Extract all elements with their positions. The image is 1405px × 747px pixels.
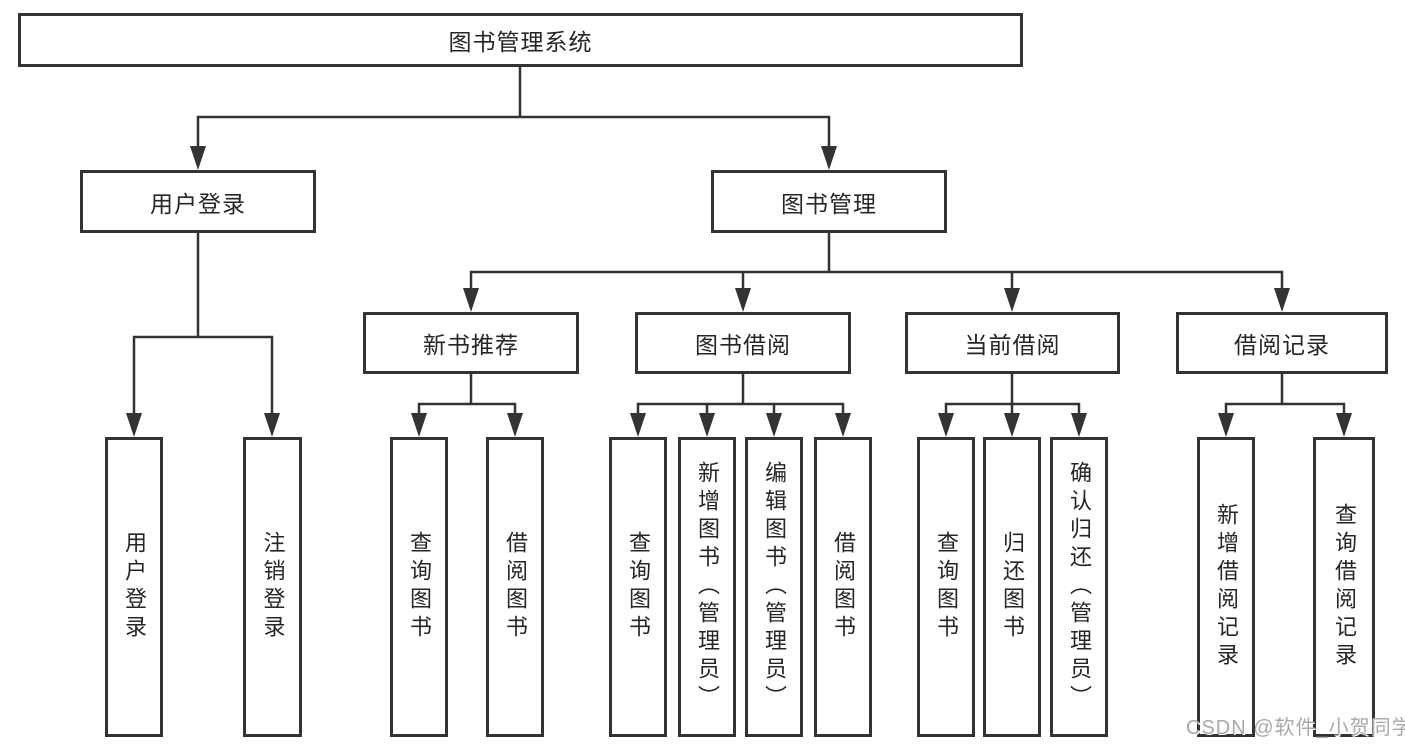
node-book-management: 图书管理 [711,170,947,233]
node-borrowing-records: 借阅记录 [1176,312,1388,374]
connector-current-borrow-to-leaves [944,372,1081,418]
leaf-return-book: 归还图书 [983,437,1041,737]
connector-borrow-records-to-leaves [1224,372,1346,418]
leaf-query-book-current: 查询图书 [917,437,975,737]
leaf-add-book-admin: 新增图书（管理员） [678,437,736,737]
connector-user-login-to-leaves [132,231,274,418]
watermark: CSDN @软件_小贺同学 [1186,717,1405,739]
connector-book-borrow-to-leaves [636,372,845,418]
connector-book-mgmt-to-level3 [469,231,1284,293]
node-current-borrowing: 当前借阅 [905,312,1120,374]
node-user-login: 用户登录 [80,170,316,233]
connector-root-to-level2 [196,65,831,152]
leaf-edit-book-admin: 编辑图书（管理员） [745,437,803,737]
leaf-add-borrow-record: 新增借阅记录 [1197,437,1255,737]
leaf-logout: 注销登录 [243,437,302,737]
leaf-query-borrow-record: 查询借阅记录 [1313,437,1375,737]
node-root: 图书管理系统 [18,13,1023,67]
leaf-borrow-book: 借阅图书 [814,437,872,737]
leaf-confirm-return-admin: 确认归还（管理员） [1050,437,1108,737]
leaf-query-book-borrow: 查询图书 [609,437,667,737]
leaf-borrow-book-recommend: 借阅图书 [486,437,544,737]
leaf-query-book-recommend: 查询图书 [390,437,448,737]
node-new-book-recommend: 新书推荐 [363,312,579,374]
arrowheads [126,146,1352,437]
leaf-user-login: 用户登录 [105,437,163,737]
connector-new-book-rec-to-leaves [417,372,517,418]
node-book-borrowing: 图书借阅 [635,312,851,374]
